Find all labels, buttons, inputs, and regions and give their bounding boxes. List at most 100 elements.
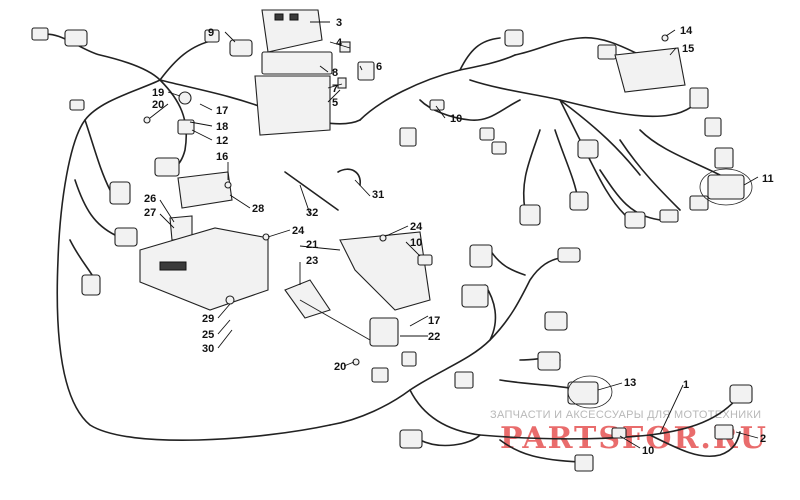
- callout-3: 3: [336, 17, 342, 29]
- callout-14: 14: [680, 25, 693, 37]
- connector-left-4: [81, 274, 101, 296]
- connector-left-3: [114, 227, 138, 247]
- connector-lower-2: [537, 351, 561, 371]
- mounting-plate: [139, 227, 269, 311]
- solenoid-22: [369, 317, 399, 347]
- connector-mid-4: [577, 139, 599, 159]
- bolt-29: [225, 295, 235, 305]
- callout-11: 11: [762, 173, 774, 185]
- cable-tie: [284, 171, 339, 211]
- relay-6: [357, 61, 375, 81]
- connector-mid-8: [659, 209, 679, 223]
- callout-10-bottom: 10: [642, 445, 654, 457]
- callout-23: 23: [306, 255, 318, 267]
- bolt-16: [224, 181, 232, 189]
- callout-4: 4: [336, 37, 343, 49]
- connectors: [31, 9, 753, 472]
- control-module: [177, 171, 233, 209]
- connector-left-2: [109, 181, 131, 205]
- connector-lower-1: [544, 311, 568, 331]
- clip-10: [417, 254, 433, 266]
- fuse-4: [339, 41, 351, 53]
- connector-right-1: [689, 87, 709, 109]
- solenoid-boot: [284, 279, 331, 319]
- connector-lower-5: [401, 351, 417, 367]
- connector-mid-9: [689, 195, 709, 211]
- connector-2: [714, 424, 734, 440]
- connector-15a: [597, 44, 617, 60]
- fuse-box-cover: [261, 9, 323, 53]
- callout-18: 18: [216, 121, 228, 133]
- watermark-tagline: ЗАПЧАСТИ И АКСЕССУАРЫ ДЛЯ МОТОТЕХНИКИ: [490, 409, 761, 421]
- connector-left-1: [69, 99, 85, 111]
- connector-mid-5: [519, 204, 541, 226]
- bolt-14: [661, 34, 669, 42]
- highlight-ring-13: [567, 375, 613, 409]
- callout-21: 21: [306, 239, 318, 251]
- ring-terminal: [204, 29, 220, 43]
- highlight-ring-11: [699, 168, 753, 206]
- callout-30: 30: [202, 343, 214, 355]
- relay-12: [177, 119, 195, 135]
- connector-1: [729, 384, 753, 404]
- relay-9: [229, 39, 253, 57]
- sensor-connector-2: [557, 247, 581, 263]
- callout-22: 22: [428, 331, 440, 343]
- connector-lower-3: [371, 367, 389, 383]
- callout-32: 32: [306, 207, 318, 219]
- callout-6: 6: [376, 61, 382, 73]
- connector-bottom-1: [399, 429, 423, 449]
- relay-top-left: [64, 29, 88, 47]
- threaded-rod: [299, 299, 371, 341]
- callout-16: 16: [216, 151, 228, 163]
- callout-2: 2: [760, 433, 766, 445]
- fuse-7: [337, 77, 347, 89]
- callout-17-mid: 17: [428, 315, 440, 327]
- connector-bottom-2: [574, 454, 594, 472]
- connector-mid-3: [491, 141, 507, 155]
- bracket-21: [339, 231, 431, 311]
- plate-slot: [159, 261, 187, 271]
- connector-13: [567, 381, 599, 405]
- sensor-connector-1: [469, 244, 493, 268]
- sensor-connector-3: [461, 284, 489, 308]
- connector-mid-1: [399, 127, 417, 147]
- callout-15: 15: [682, 43, 694, 55]
- connector-11: [707, 174, 745, 200]
- callout-10-mid: 10: [410, 237, 422, 249]
- fuse-box-base: [254, 75, 331, 136]
- fuse-panel: [261, 51, 333, 75]
- callout-31: 31: [372, 189, 384, 201]
- callout-29: 29: [202, 313, 214, 325]
- callout-9: 9: [208, 27, 214, 39]
- callout-10-top: 10: [450, 113, 462, 125]
- callout-1: 1: [683, 379, 689, 391]
- connector-mid-2: [479, 127, 495, 141]
- bolt-24: [379, 234, 387, 242]
- connector-left-5: [154, 157, 180, 177]
- callout-20-mid: 20: [334, 361, 346, 373]
- callout-8: 8: [332, 67, 338, 79]
- connector-lower-4: [454, 371, 474, 389]
- callout-7: 7: [332, 83, 338, 95]
- callout-19: 19: [152, 87, 164, 99]
- callout-28: 28: [252, 203, 264, 215]
- callout-24-left: 24: [292, 225, 305, 237]
- connector-10-top: [429, 99, 445, 111]
- callout-25: 25: [202, 329, 214, 341]
- nut-20-top: [143, 116, 151, 124]
- clip-10-lower: [611, 427, 627, 439]
- callout-24-right: 24: [410, 221, 423, 233]
- callout-20-top: 20: [152, 99, 164, 111]
- connector-mid-7: [624, 211, 646, 229]
- callout-26: 26: [144, 193, 156, 205]
- connector-top-left: [31, 27, 49, 41]
- clamp-31: [337, 168, 361, 186]
- connector-right-3: [714, 147, 734, 169]
- ring-19: [178, 91, 192, 105]
- connector-top-mid: [504, 29, 524, 47]
- callout-13: 13: [624, 377, 636, 389]
- callout-17-top: 17: [216, 105, 228, 117]
- connector-right-2: [704, 117, 722, 137]
